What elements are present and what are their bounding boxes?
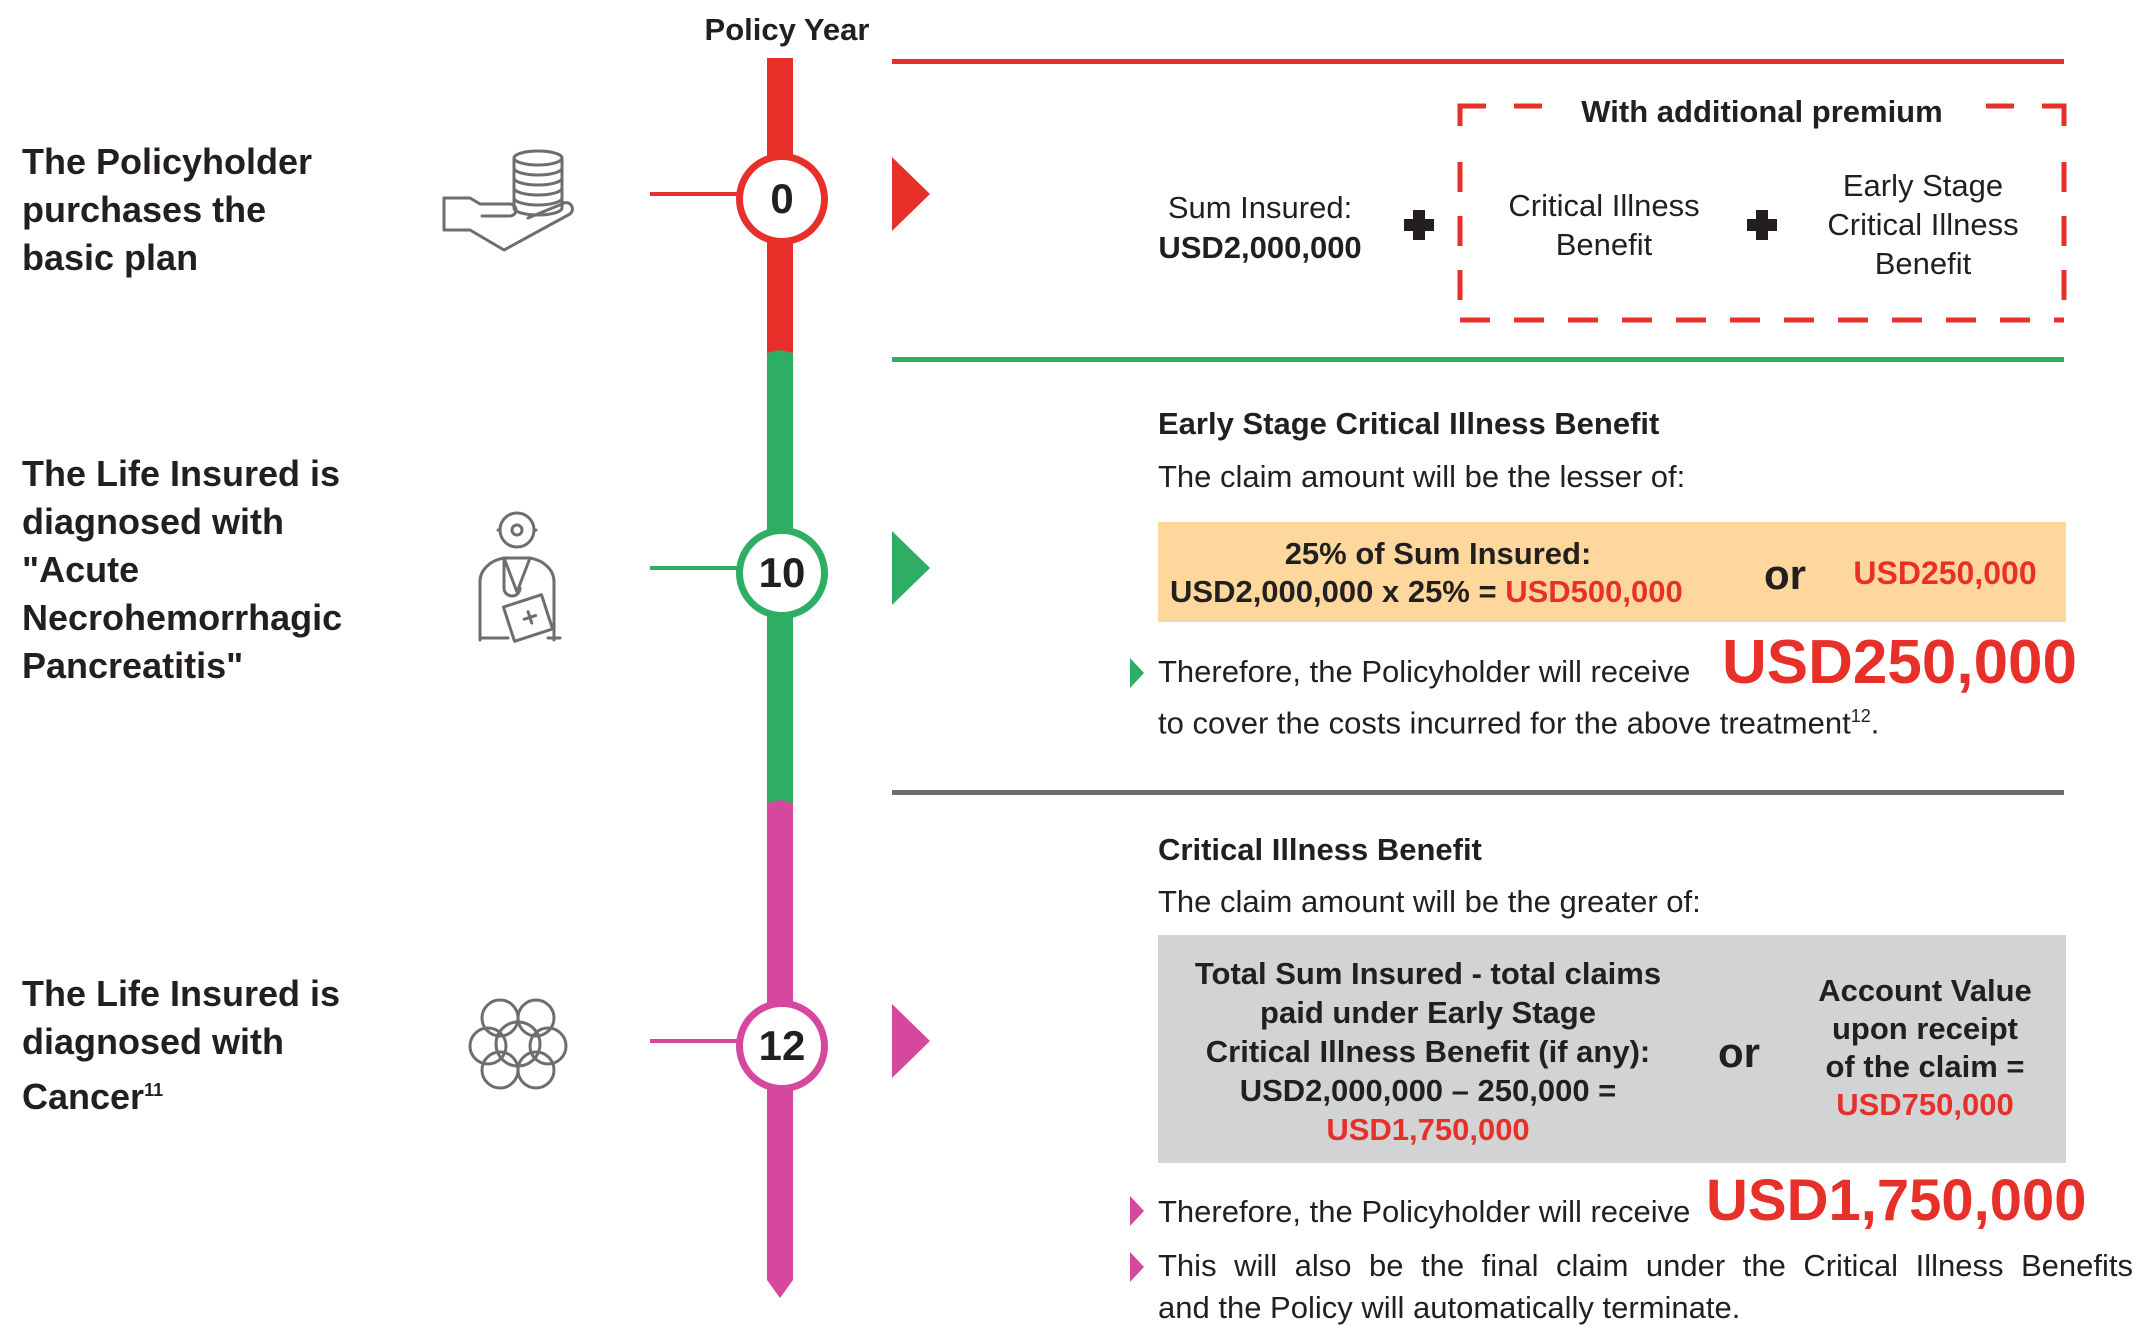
- stage-12-bullet: [1130, 1196, 1144, 1226]
- year-12-marker: 12: [736, 1000, 828, 1092]
- stage-10-intro: The claim amount will be the lesser of:: [1158, 459, 1686, 494]
- hand-coins-icon: [442, 149, 574, 252]
- option-a-line-2: paid under Early Stage: [1260, 995, 1596, 1030]
- stage-12-description: The Life Insured is diagnosed with Cance…: [22, 970, 362, 1121]
- benefit-early-stage: Early Stage Critical Illness Benefit: [1827, 168, 2019, 281]
- stage-10-result-suffix: to cover the costs incurred for the abov…: [1158, 705, 1851, 741]
- stage-10-rule: [892, 357, 2064, 362]
- benefit-critical-illness: Critical Illness Benefit: [1508, 188, 1700, 262]
- timeline-bar: [767, 58, 793, 1298]
- option-b-result: USD750,000: [1836, 1087, 2014, 1122]
- stage-12-result-value: USD1,750,000: [1706, 1168, 2087, 1233]
- option-a-result: USD1,750,000: [1326, 1112, 1530, 1147]
- stage-12-connector: [650, 1039, 740, 1043]
- footnote-11: 11: [144, 1080, 164, 1100]
- stage-12-text: The Life Insured is diagnosed with Cance…: [22, 973, 341, 1117]
- option-b-block: Account Value upon receipt of the claim …: [1800, 972, 2050, 1124]
- greater-of-box: [1158, 935, 2066, 1163]
- additional-premium-label: With additional premium: [1581, 94, 1943, 129]
- option-a-calc: USD2,000,000 x 25% =: [1170, 574, 1497, 609]
- stage-0-description: The Policyholder purchases the basic pla…: [22, 141, 313, 278]
- stage-10-result-line2: to cover the costs incurred for the abov…: [1158, 694, 1879, 745]
- stage-10-result-end: .: [1870, 705, 1880, 741]
- option-a-line-3: Critical Illness Benefit (if any):: [1205, 1034, 1651, 1069]
- plus-icon: [1404, 210, 1434, 240]
- plus-icon: [1747, 210, 1777, 240]
- stage-10-description: The Life Insured is diagnosed with "Acut…: [22, 453, 343, 686]
- additional-premium-box: [1457, 103, 2067, 323]
- final-note: This will also be the final claim under …: [1158, 1245, 2133, 1329]
- stage-10-result-value: USD250,000: [1722, 628, 2078, 697]
- option-a-line-4: USD2,000,000 – 250,000 =: [1239, 1073, 1617, 1108]
- stage-10-heading: Early Stage Critical Illness Benefit: [1158, 406, 1660, 441]
- stage-10-result-prefix: Therefore, the Policyholder will receive: [1158, 654, 1691, 689]
- year-10-marker: 10: [736, 527, 828, 619]
- option-b-line-2: upon receipt: [1831, 1011, 2018, 1046]
- stage-12-heading: Critical Illness Benefit: [1158, 832, 1482, 867]
- or-label: or: [1764, 551, 1806, 598]
- option-a-title: 25% of Sum Insured:: [1284, 536, 1592, 571]
- stage-10-arrow: [892, 531, 930, 605]
- footnote-12: 12: [1850, 706, 1871, 726]
- stage-0-connector: [650, 192, 740, 196]
- year-0-marker: 0: [736, 153, 828, 245]
- stage-12-bullet: [1130, 1252, 1144, 1282]
- final-note-line-2: and the Policy will automatically termin…: [1158, 1290, 1741, 1325]
- sum-insured-label: Sum Insured:: [1167, 190, 1353, 225]
- option-b-line-1: Account Value: [1818, 973, 2032, 1008]
- option-a-line-1: Total Sum Insured - total claims: [1194, 956, 1662, 991]
- option-a-line: USD2,000,000 x 25% = USD500,000: [1170, 574, 1683, 610]
- doctor-icon: [478, 511, 562, 643]
- stage-10-bullet: [1130, 658, 1144, 688]
- stage-12-intro: The claim amount will be the greater of:: [1158, 884, 1701, 919]
- axis-title: Policy Year: [704, 12, 870, 47]
- option-b-line-3: of the claim =: [1825, 1049, 2025, 1084]
- stage-0-arrow: [892, 157, 930, 231]
- stage-12-result-prefix: Therefore, the Policyholder will receive: [1158, 1194, 1691, 1229]
- stage-12-rule: [892, 790, 2064, 795]
- stage-10-connector: [650, 566, 740, 570]
- option-a-result: USD500,000: [1505, 574, 1683, 609]
- option-a-block: Total Sum Insured - total claims paid un…: [1158, 954, 1698, 1149]
- sum-insured-value: USD2,000,000: [1158, 230, 1362, 265]
- lesser-of-box: [1158, 522, 2066, 622]
- stage-0-rule: [892, 59, 2064, 64]
- or-label: or: [1718, 1029, 1760, 1076]
- final-note-line-1: This will also be the final claim under …: [1158, 1248, 2133, 1283]
- option-b-value: USD250,000: [1853, 555, 2037, 591]
- stage-10-result-line1: Therefore, the Policyholder will receive: [1158, 650, 1690, 694]
- cells-icon: [468, 998, 568, 1090]
- stage-12-arrow: [892, 1004, 930, 1078]
